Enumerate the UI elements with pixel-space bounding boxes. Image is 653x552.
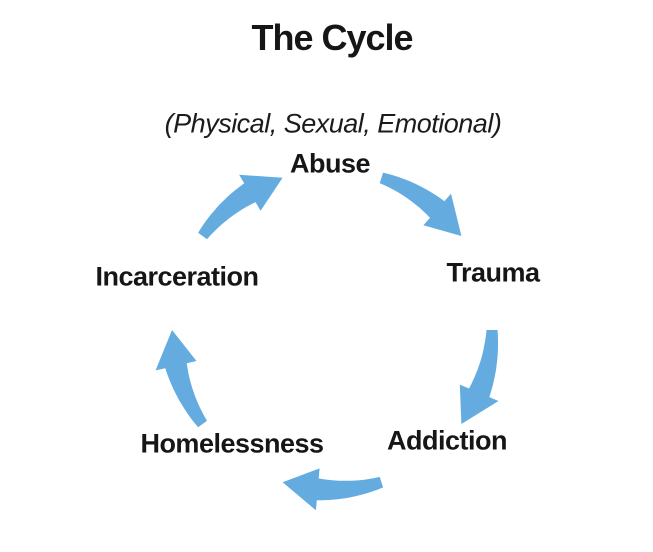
node-label-homelessness: Homelessness	[140, 428, 324, 459]
arrow-trauma-to-addiction	[459, 330, 499, 424]
abuse-qualifier-subtitle: (Physical, Sexual, Emotional)	[164, 108, 502, 139]
arrow-abuse-to-trauma	[379, 172, 462, 236]
node-label-addiction: Addiction	[387, 425, 507, 456]
node-label-trauma: Trauma	[446, 257, 540, 288]
arrow-addiction-to-homelessness	[282, 468, 384, 511]
diagram-title: The Cycle	[251, 17, 413, 58]
arrow-incarceration-to-abuse	[198, 174, 283, 240]
node-label-incarceration: Incarceration	[95, 261, 259, 292]
node-label-abuse: Abuse	[289, 148, 371, 179]
arrow-homelessness-to-incarceration	[155, 330, 207, 428]
